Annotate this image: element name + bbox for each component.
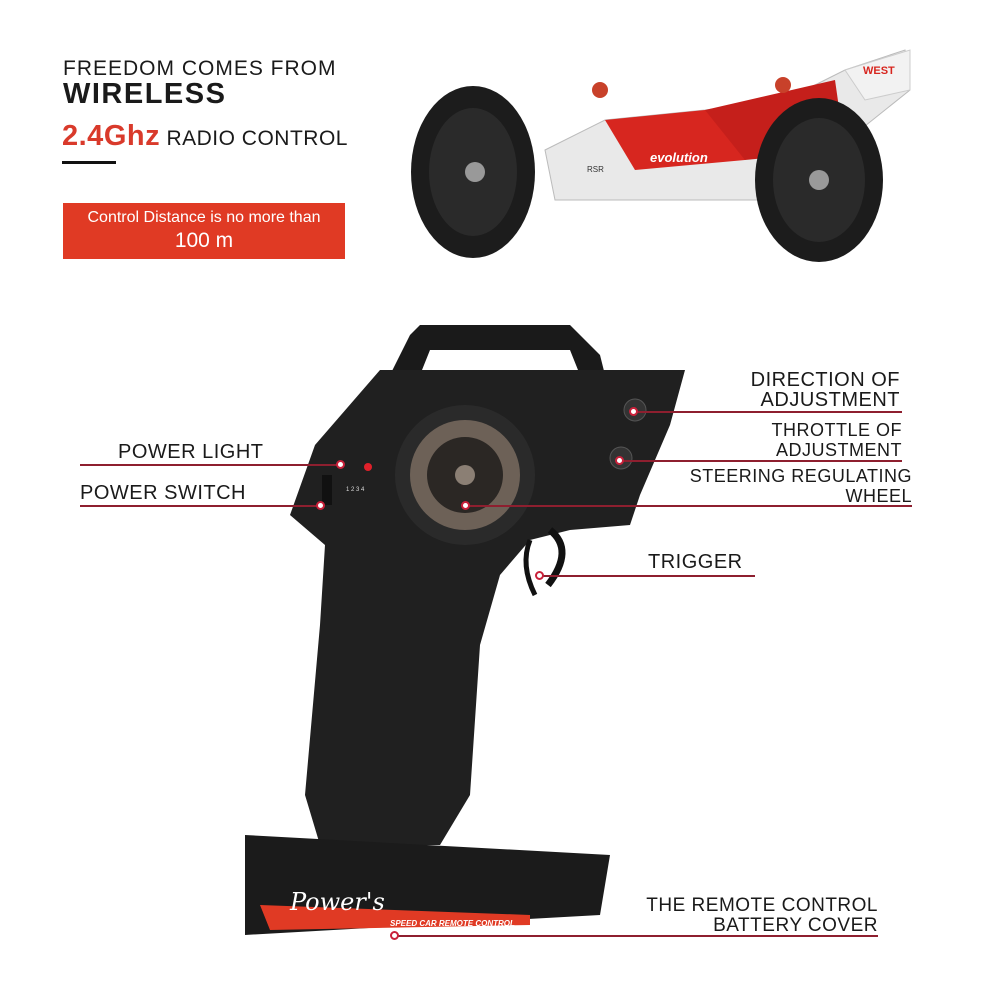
power-light [364, 463, 372, 471]
distance-value: 100 m [174, 229, 234, 252]
power-switch-dot [316, 501, 325, 510]
channel-label: 1 2 3 4 [346, 487, 365, 493]
trigger[interactable] [545, 527, 566, 588]
direction-leader [636, 411, 902, 413]
direction-dot [629, 407, 638, 416]
controller-brand: Power's [289, 888, 385, 916]
battery-cover-leader [395, 935, 878, 937]
distance-text: Control Distance is no more than [87, 209, 321, 226]
frequency-suffix: RADIO CONTROL [166, 127, 348, 150]
controller-subtitle: SPEED CAR REMOTE CONTROL [390, 919, 515, 928]
steering-dot [461, 501, 470, 510]
front-wheel [755, 98, 883, 262]
throttle-dot [615, 456, 624, 465]
power-switch[interactable] [322, 475, 332, 505]
rc-car-image: WEST evolution RSR [411, 49, 911, 262]
wing-brand: WEST [863, 65, 895, 77]
rear-wheel [411, 86, 535, 258]
car-tag: RSR [587, 165, 604, 174]
trigger-label: TRIGGER [648, 551, 743, 573]
frequency-heading: 2.4Ghz RADIO CONTROL [62, 120, 348, 153]
headline-line2: WIRELESS [63, 78, 227, 110]
steering-leader [465, 505, 912, 507]
battery-cover-dot [390, 931, 399, 940]
power-light-leader [80, 464, 340, 466]
divider [62, 161, 116, 164]
power-light-dot [336, 460, 345, 469]
power-switch-leader [80, 505, 320, 507]
throttle-leader [620, 460, 902, 462]
distance-badge: Control Distance is no more than 100 m [63, 203, 345, 259]
trigger-dot [535, 571, 544, 580]
power-switch-label: POWER SWITCH [80, 482, 246, 504]
trigger-leader [540, 575, 755, 577]
power-light-label: POWER LIGHT [118, 441, 264, 463]
headline-line1: FREEDOM COMES FROM [63, 57, 337, 80]
frequency: 2.4Ghz [62, 120, 161, 152]
remote-controller-image: Power's SPEED CAR REMOTE CONTROL 1 2 3 4 [245, 325, 685, 935]
car-model: evolution [650, 150, 708, 165]
